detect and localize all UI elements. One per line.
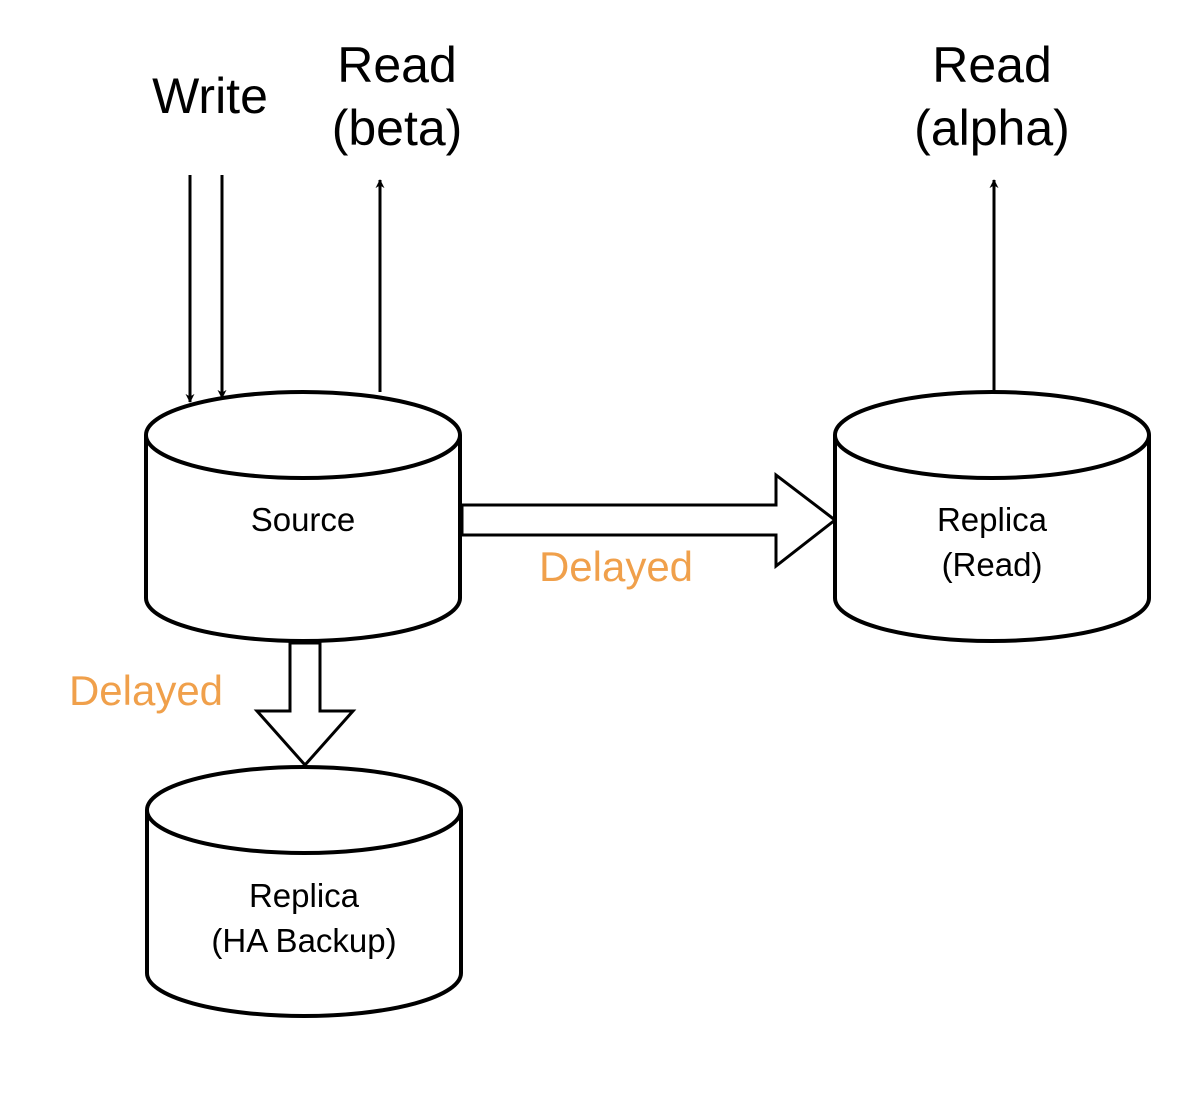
replica-read-label-line1: Replica xyxy=(937,501,1048,538)
delayed-label-right: Delayed xyxy=(539,543,693,590)
write-label: Write xyxy=(152,68,268,124)
source-database: Source xyxy=(144,390,462,643)
delayed-label-down: Delayed xyxy=(69,667,223,714)
read-alpha-label-line2: (alpha) xyxy=(914,100,1070,156)
replica-backup-label-line2: (HA Backup) xyxy=(211,922,396,959)
replica-read-label-line2: (Read) xyxy=(942,546,1043,583)
delayed-replication-arrow-down xyxy=(253,641,357,768)
replica-read-database: Replica (Read) xyxy=(833,390,1151,643)
read-beta-label-line2: (beta) xyxy=(332,100,463,156)
read-alpha-label-line1: Read xyxy=(932,37,1052,93)
delayed-replication-arrow-right xyxy=(460,471,838,570)
source-database-label: Source xyxy=(251,501,356,538)
read-beta-label-line1: Read xyxy=(337,37,457,93)
replica-backup-database: Replica (HA Backup) xyxy=(145,765,463,1018)
write-arrows xyxy=(185,175,227,403)
replica-backup-label-line1: Replica xyxy=(249,877,360,914)
